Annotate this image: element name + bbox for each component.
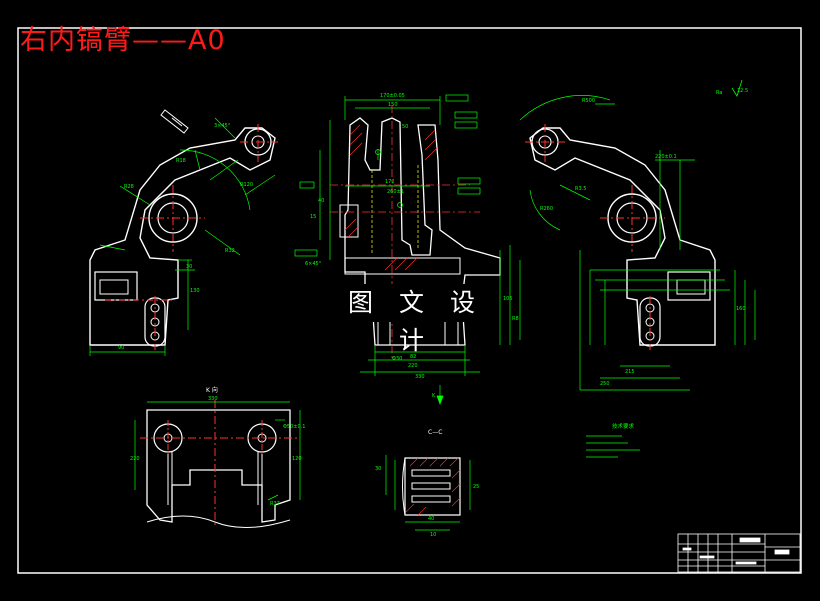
svg-text:170±0.05: 170±0.05 (380, 93, 405, 99)
svg-text:90: 90 (118, 345, 124, 351)
drawing-title: 右内镐臂——A0 (20, 25, 226, 56)
svg-text:R32: R32 (225, 248, 235, 254)
left-arm-view: 90 130 R28 R120 R32 3×45° R18 30 (89, 109, 278, 356)
svg-text:R28: R28 (124, 184, 134, 190)
svg-text:40: 40 (428, 516, 434, 522)
watermark-text: 图 文 设 计 (336, 284, 496, 355)
svg-text:R8: R8 (512, 316, 519, 322)
svg-text:K: K (432, 393, 436, 399)
section-c-c: C—C 40 10 25 30 (375, 429, 479, 538)
svg-text:10: 10 (430, 532, 436, 538)
svg-text:160: 160 (736, 306, 746, 312)
svg-text:R500: R500 (582, 98, 595, 104)
svg-text:330: 330 (415, 374, 425, 380)
svg-text:15: 15 (310, 214, 316, 220)
svg-text:40: 40 (318, 198, 324, 204)
svg-text:25: 25 (473, 484, 479, 490)
svg-text:R3.5: R3.5 (575, 186, 586, 192)
svg-text:220±0.1: 220±0.1 (655, 154, 677, 160)
svg-text:215: 215 (625, 369, 635, 375)
title-block (677, 533, 801, 573)
svg-text:82: 82 (410, 354, 416, 360)
svg-text:250: 250 (600, 381, 610, 387)
svg-text:150: 150 (388, 102, 398, 108)
svg-text:Φ30: Φ30 (392, 356, 402, 362)
sheet-border (17, 27, 802, 574)
tech-requirements-title: 技术要求 (612, 422, 635, 430)
svg-text:R37: R37 (270, 501, 280, 507)
k-view-label: K 向 (206, 386, 218, 394)
tech-requirements: 技术要求 (586, 422, 640, 458)
svg-text:50: 50 (402, 124, 408, 130)
svg-text:Φ50±0.1: Φ50±0.1 (283, 424, 305, 430)
svg-text:172: 172 (385, 179, 395, 185)
svg-text:30: 30 (375, 466, 381, 472)
svg-text:12.5: 12.5 (737, 88, 748, 94)
svg-text:30: 30 (186, 264, 192, 270)
svg-text:260±1: 260±1 (387, 189, 404, 195)
svg-text:R260: R260 (540, 206, 553, 212)
svg-text:220: 220 (408, 363, 418, 369)
svg-text:Ra: Ra (716, 90, 722, 96)
svg-text:105: 105 (503, 296, 513, 302)
svg-text:3×45°: 3×45° (214, 123, 231, 129)
svg-text:220: 220 (130, 456, 140, 462)
svg-text:R120: R120 (240, 182, 253, 188)
svg-text:130: 130 (190, 288, 200, 294)
section-label: C—C (428, 429, 442, 436)
svg-text:120: 120 (292, 456, 302, 462)
svg-text:6×45°: 6×45° (305, 261, 322, 267)
svg-text:R18: R18 (176, 158, 186, 164)
svg-text:330: 330 (208, 396, 218, 402)
